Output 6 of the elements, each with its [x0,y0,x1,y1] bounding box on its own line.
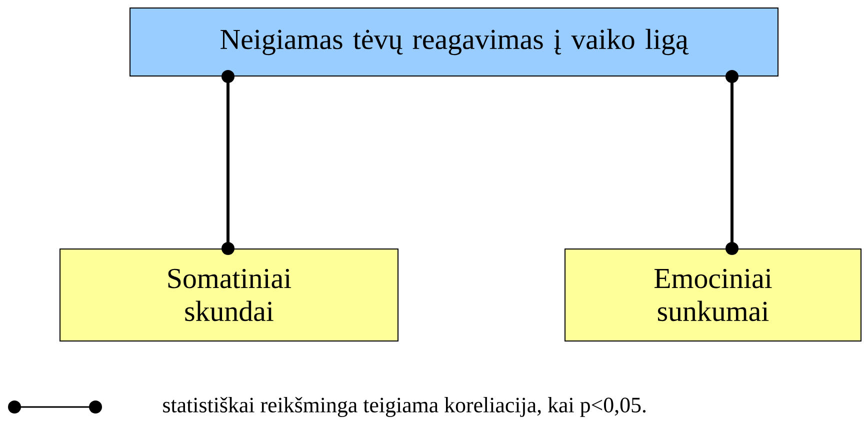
text-box: Neigiamas tėvų reagavimas į vaiko ligą [130,8,778,76]
text-box: Somatiniai skundai [60,248,398,342]
text-box: Emociniai sunkumai [564,248,862,342]
connector [726,70,738,255]
legend-text: statistiškai reikšminga teigiama koreliacija, kai p<0,05. [163,397,646,417]
connector [222,70,234,255]
